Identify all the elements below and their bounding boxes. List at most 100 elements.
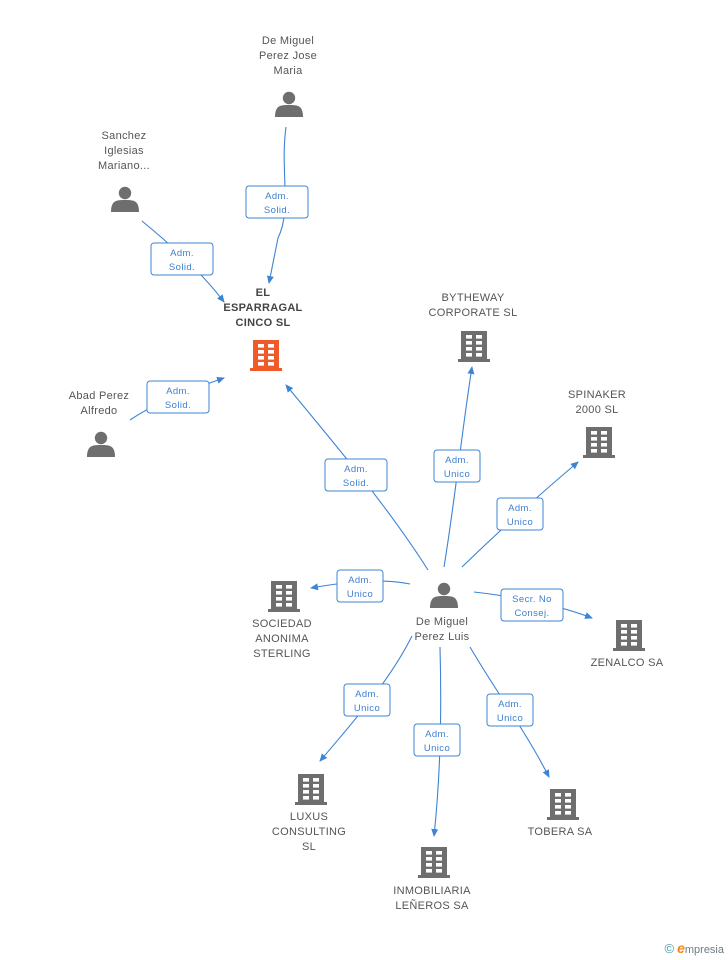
edge-label-box [336, 569, 384, 603]
building-icon [295, 774, 327, 805]
node-label: Iglesias [104, 145, 144, 157]
node-label: Mariano... [98, 160, 150, 172]
edge-label-sim-main[interactable]: Adm. Solid. [150, 242, 214, 276]
node-label: BYTHEWAY [442, 292, 505, 304]
person-icon [87, 431, 115, 457]
edge-label-dmpl-main[interactable]: Adm. Solid. [324, 458, 388, 492]
node-label: STERLING [253, 648, 310, 660]
person-icon [430, 582, 458, 608]
edge-label-box [146, 380, 210, 414]
node-label: SOCIEDAD [252, 618, 312, 630]
brand-logo[interactable]: empresia [677, 940, 724, 956]
node-label: LEÑEROS SA [395, 899, 469, 912]
building-icon [250, 340, 282, 371]
node-label: SPINAKER [568, 389, 626, 401]
edge-label-apa-main[interactable]: Adm. Solid. [146, 380, 210, 414]
node-label: ZENALCO SA [591, 657, 664, 669]
edge-label-text: Adm. [508, 503, 532, 514]
edge-label-dmpjm-main[interactable]: Adm. Solid. [245, 185, 309, 219]
node-label: SL [302, 841, 316, 853]
edge-label-box [413, 723, 461, 757]
edge-label-text: Adm. [166, 386, 190, 397]
node-label: ESPARRAGAL [223, 302, 302, 314]
copyright-icon: © [664, 940, 675, 956]
company-node-soc[interactable]: SOCIEDAD ANONIMA STERLING [252, 581, 312, 660]
edge-label-text: Adm. [170, 248, 194, 259]
edge-label-dmpl-spin[interactable]: Adm. Unico [496, 497, 544, 531]
edge-label-text: Solid. [169, 262, 195, 273]
node-label: INMOBILIARIA [393, 885, 471, 897]
edge-label-text: Solid. [264, 205, 290, 216]
company-node-spin[interactable]: SPINAKER 2000 SL [568, 389, 626, 458]
building-icon [268, 581, 300, 612]
edge-label-box [486, 693, 534, 727]
edge-label-dmpl-soc[interactable]: Adm. Unico [336, 569, 384, 603]
edge-label-box [343, 683, 391, 717]
building-icon [613, 620, 645, 651]
edge-label-text: Adm. [425, 729, 449, 740]
node-label: ANONIMA [255, 633, 309, 645]
node-label: Alfredo [81, 405, 118, 417]
node-label: Abad Perez [69, 390, 129, 402]
edge-label-text: Consej. [514, 608, 549, 619]
edge-label-text: Adm. [498, 699, 522, 710]
edge-label-box [245, 185, 309, 219]
building-icon [458, 331, 490, 362]
person-icon [111, 186, 139, 212]
building-icon [547, 789, 579, 820]
node-label: CINCO SL [236, 317, 291, 329]
edge-label-dmpl-zen[interactable]: Secr. No Consej. [500, 588, 564, 622]
edge-badges-layer: Adm. Solid. Adm. Solid. Adm. Solid. Adm. Solid.… [146, 185, 564, 757]
edge-label-text: Solid. [343, 478, 369, 489]
edge-label-dmpl-byth[interactable]: Adm. Unico [433, 449, 481, 483]
node-label: De Miguel [262, 35, 314, 47]
company-node-inm[interactable]: INMOBILIARIA LEÑEROS SA [393, 847, 471, 912]
edge-label-box [433, 449, 481, 483]
node-label: 2000 SL [575, 404, 618, 416]
node-label: LUXUS [290, 811, 328, 823]
edge-label-text: Solid. [165, 400, 191, 411]
edge-label-dmpl-inm[interactable]: Adm. Unico [413, 723, 461, 757]
edge-label-text: Adm. [355, 689, 379, 700]
person-node-sim[interactable]: SanchezIglesiasMariano... [98, 130, 150, 212]
edge-label-text: Adm. [445, 455, 469, 466]
building-icon [583, 427, 615, 458]
node-label: CORPORATE SL [429, 307, 518, 319]
edge-label-dmpl-lux[interactable]: Adm. Unico [343, 683, 391, 717]
edge-label-text: Unico [444, 469, 470, 480]
company-node-byth[interactable]: BYTHEWAY CORPORATE SL [429, 292, 518, 362]
node-label: Perez Luis [415, 631, 470, 643]
node-label: CONSULTING [272, 826, 346, 838]
edge-label-box [496, 497, 544, 531]
node-label: Perez Jose [259, 50, 317, 62]
node-label: De Miguel [416, 616, 468, 628]
company-node-tob[interactable]: TOBERA SA [528, 789, 593, 838]
node-label: Maria [273, 65, 303, 77]
edge-label-text: Adm. [348, 575, 372, 586]
edge-label-dmpl-tob[interactable]: Adm. Unico [486, 693, 534, 727]
edge-label-text: Adm. [344, 464, 368, 475]
person-icon [275, 91, 303, 117]
edge-label-text: Adm. [265, 191, 289, 202]
company-node-zen[interactable]: ZENALCO SA [591, 620, 664, 669]
brand-footer: © empresia [664, 940, 724, 956]
edge-label-text: Unico [507, 517, 533, 528]
edge-label-text: Unico [354, 703, 380, 714]
building-icon [418, 847, 450, 878]
company-node-lux[interactable]: LUXUS CONSULTING SL [272, 774, 346, 853]
edge-label-box [150, 242, 214, 276]
node-label: TOBERA SA [528, 826, 593, 838]
edge-label-text: Unico [347, 589, 373, 600]
edge-label-box [500, 588, 564, 622]
node-label: EL [256, 287, 271, 299]
edge-label-text: Unico [497, 713, 523, 724]
company-node-main[interactable]: EL ESPARRAGAL CINCO SL [223, 287, 302, 371]
edge-label-text: Secr. No [512, 594, 552, 605]
edge-label-text: Unico [424, 743, 450, 754]
edge-label-box [324, 458, 388, 492]
